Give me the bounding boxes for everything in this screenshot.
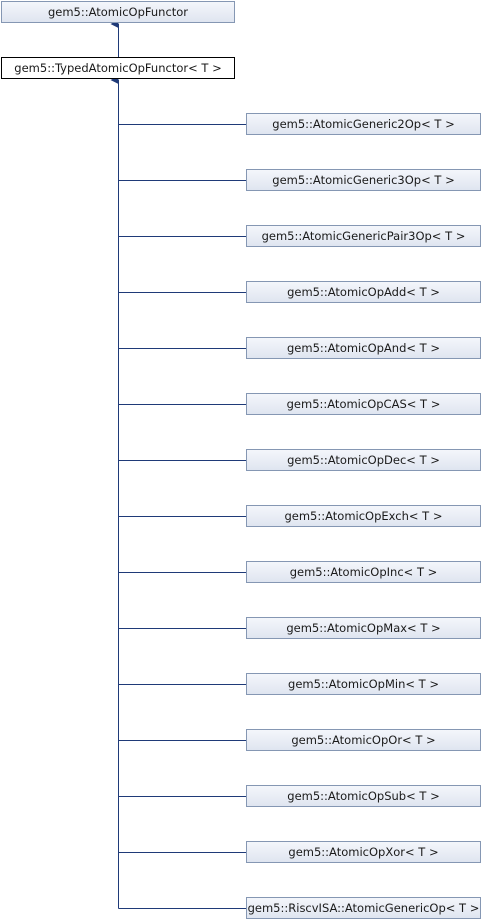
derived-class-label: gem5::AtomicOpDec< T > <box>287 453 440 467</box>
derived-class-label: gem5::AtomicGeneric3Op< T > <box>272 173 455 187</box>
derived-class-node[interactable]: gem5::AtomicGeneric3Op< T > <box>246 169 481 191</box>
derived-class-node[interactable]: gem5::AtomicOpMin< T > <box>246 673 481 695</box>
derived-class-node[interactable]: gem5::AtomicOpMax< T > <box>246 617 481 639</box>
derived-class-label: gem5::RiscvISA::AtomicGenericOp< T > <box>247 901 480 915</box>
derived-class-label: gem5::AtomicOpAdd< T > <box>287 285 440 299</box>
derived-class-node[interactable]: gem5::AtomicGeneric2Op< T > <box>246 113 481 135</box>
current-class-node: gem5::TypedAtomicOpFunctor< T > <box>1 57 235 79</box>
current-class-label: gem5::TypedAtomicOpFunctor< T > <box>14 61 222 75</box>
derived-class-label: gem5::AtomicOpXor< T > <box>288 845 439 859</box>
derived-class-label: gem5::AtomicOpSub< T > <box>287 789 440 803</box>
derived-class-label: gem5::AtomicOpOr< T > <box>291 733 436 747</box>
derived-class-label: gem5::AtomicOpMin< T > <box>288 677 439 691</box>
derived-class-label: gem5::AtomicOpInc< T > <box>289 565 438 579</box>
derived-class-node[interactable]: gem5::AtomicOpCAS< T > <box>246 393 481 415</box>
derived-class-node[interactable]: gem5::AtomicOpAnd< T > <box>246 337 481 359</box>
root-class-node[interactable]: gem5::AtomicOpFunctor <box>1 1 235 23</box>
derived-class-node[interactable]: gem5::AtomicGenericPair3Op< T > <box>246 225 481 247</box>
derived-class-label: gem5::AtomicOpExch< T > <box>284 509 443 523</box>
derived-class-label: gem5::AtomicOpAnd< T > <box>287 341 440 355</box>
derived-class-node[interactable]: gem5::AtomicOpExch< T > <box>246 505 481 527</box>
derived-class-node[interactable]: gem5::AtomicOpOr< T > <box>246 729 481 751</box>
derived-class-label: gem5::AtomicGeneric2Op< T > <box>272 117 455 131</box>
derived-class-node[interactable]: gem5::AtomicOpAdd< T > <box>246 281 481 303</box>
derived-class-node[interactable]: gem5::AtomicOpInc< T > <box>246 561 481 583</box>
derived-class-node[interactable]: gem5::AtomicOpXor< T > <box>246 841 481 863</box>
derived-class-label: gem5::AtomicGenericPair3Op< T > <box>261 229 466 243</box>
root-class-label: gem5::AtomicOpFunctor <box>47 5 189 19</box>
derived-class-label: gem5::AtomicOpMax< T > <box>286 621 441 635</box>
derived-class-node[interactable]: gem5::AtomicOpDec< T > <box>246 449 481 471</box>
derived-class-node[interactable]: gem5::RiscvISA::AtomicGenericOp< T > <box>246 897 481 919</box>
derived-class-label: gem5::AtomicOpCAS< T > <box>286 397 441 411</box>
derived-class-node[interactable]: gem5::AtomicOpSub< T > <box>246 785 481 807</box>
